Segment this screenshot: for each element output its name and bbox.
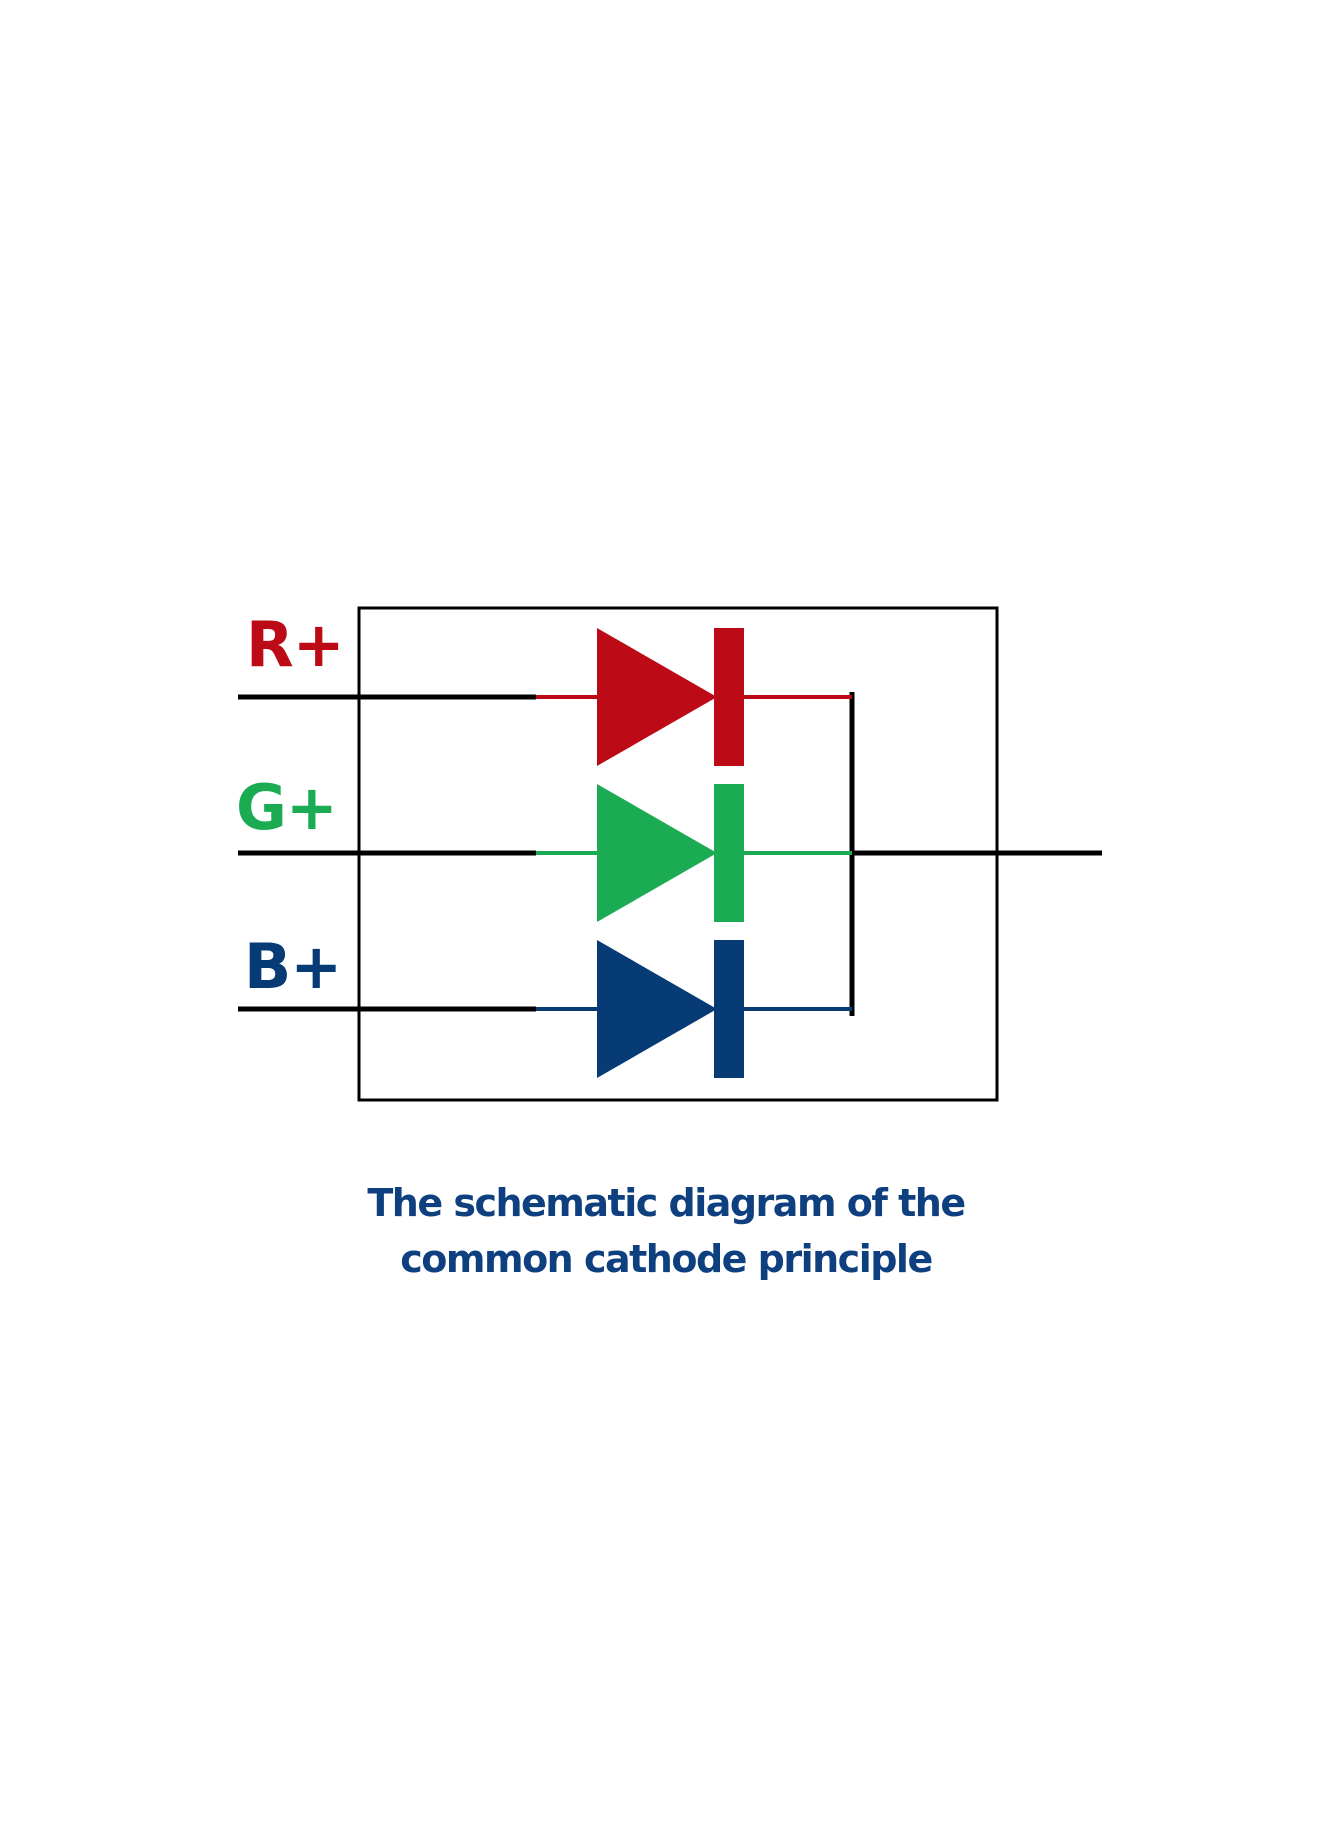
red-cathode-bar (714, 628, 744, 766)
blue-cathode-bar (714, 940, 744, 1078)
red-diode-triangle (597, 628, 717, 766)
blue-diode-triangle (597, 940, 717, 1078)
label-blue-anode: B+ (244, 930, 342, 1003)
diode-rows (238, 628, 852, 1078)
green-cathode-bar (714, 784, 744, 922)
label-green-anode: G+ (236, 771, 338, 844)
caption-line-1: The schematic diagram of the (367, 1181, 966, 1225)
caption-line-2: common cathode principle (400, 1237, 933, 1281)
label-red-anode: R+ (246, 608, 345, 681)
green-diode-triangle (597, 784, 717, 922)
diagram-caption: The schematic diagram of the common cath… (0, 1175, 1332, 1287)
